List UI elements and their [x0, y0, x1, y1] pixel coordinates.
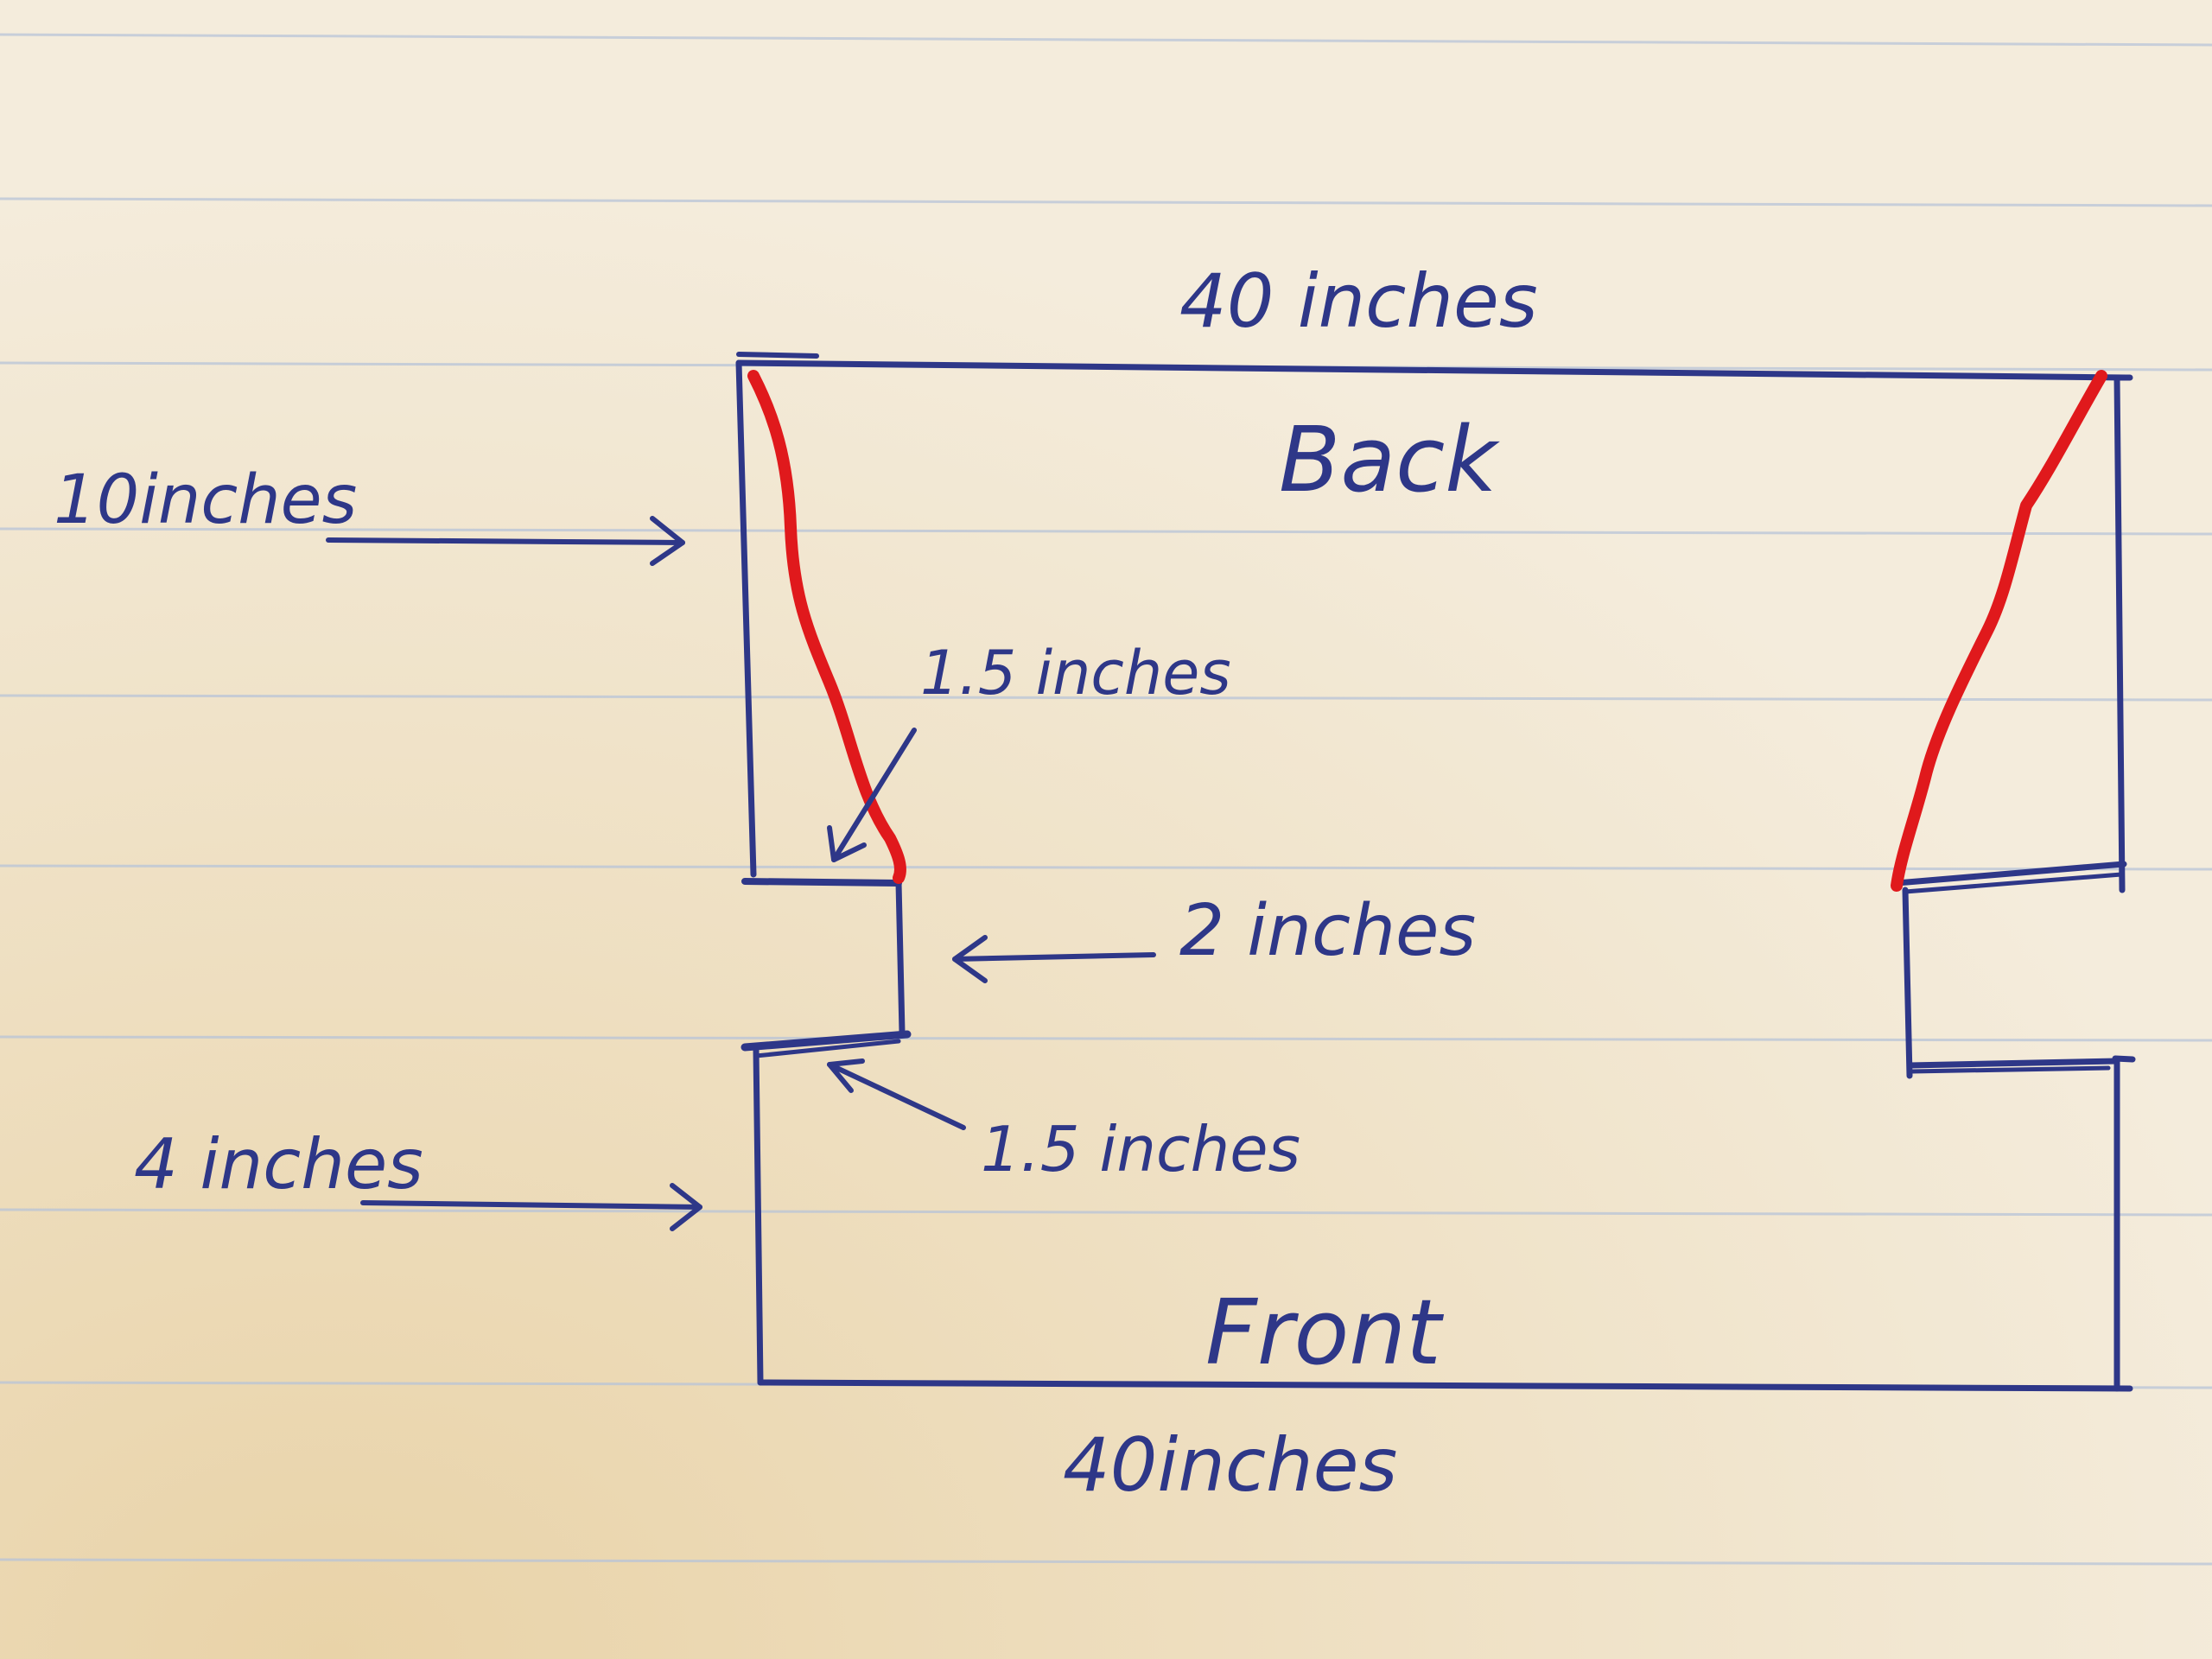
- back-panel-outline: [735, 352, 2133, 893]
- left-red-cut-line: [747, 370, 906, 884]
- top-width-label: 40 inches: [1179, 258, 1538, 345]
- notch-upper-label: 1.5 inches: [920, 638, 1231, 709]
- back-panel-label: Back: [1279, 407, 1500, 512]
- notch-upper-arrow: [827, 728, 917, 862]
- back-height-label: 10inches: [54, 461, 357, 539]
- right-notch-outline: [1893, 861, 2127, 1079]
- notch-depth-label: 2 inches: [1179, 890, 1476, 972]
- front-height-arrow: [360, 1183, 702, 1231]
- back-height-arrow: [326, 516, 685, 566]
- front-height-label: 4 inches: [134, 1124, 423, 1205]
- notch-depth-arrow: [952, 935, 1156, 983]
- notch-lower-label: 1.5 inches: [981, 1113, 1300, 1185]
- front-panel-label: Front: [1205, 1280, 1444, 1385]
- right-red-cut-line: [1891, 370, 2107, 892]
- front-panel-outline: [753, 1046, 2136, 1392]
- bottom-width-label: 40inches: [1063, 1422, 1397, 1509]
- left-notch-outline: [741, 878, 912, 1058]
- notch-lower-arrow: [827, 1058, 966, 1130]
